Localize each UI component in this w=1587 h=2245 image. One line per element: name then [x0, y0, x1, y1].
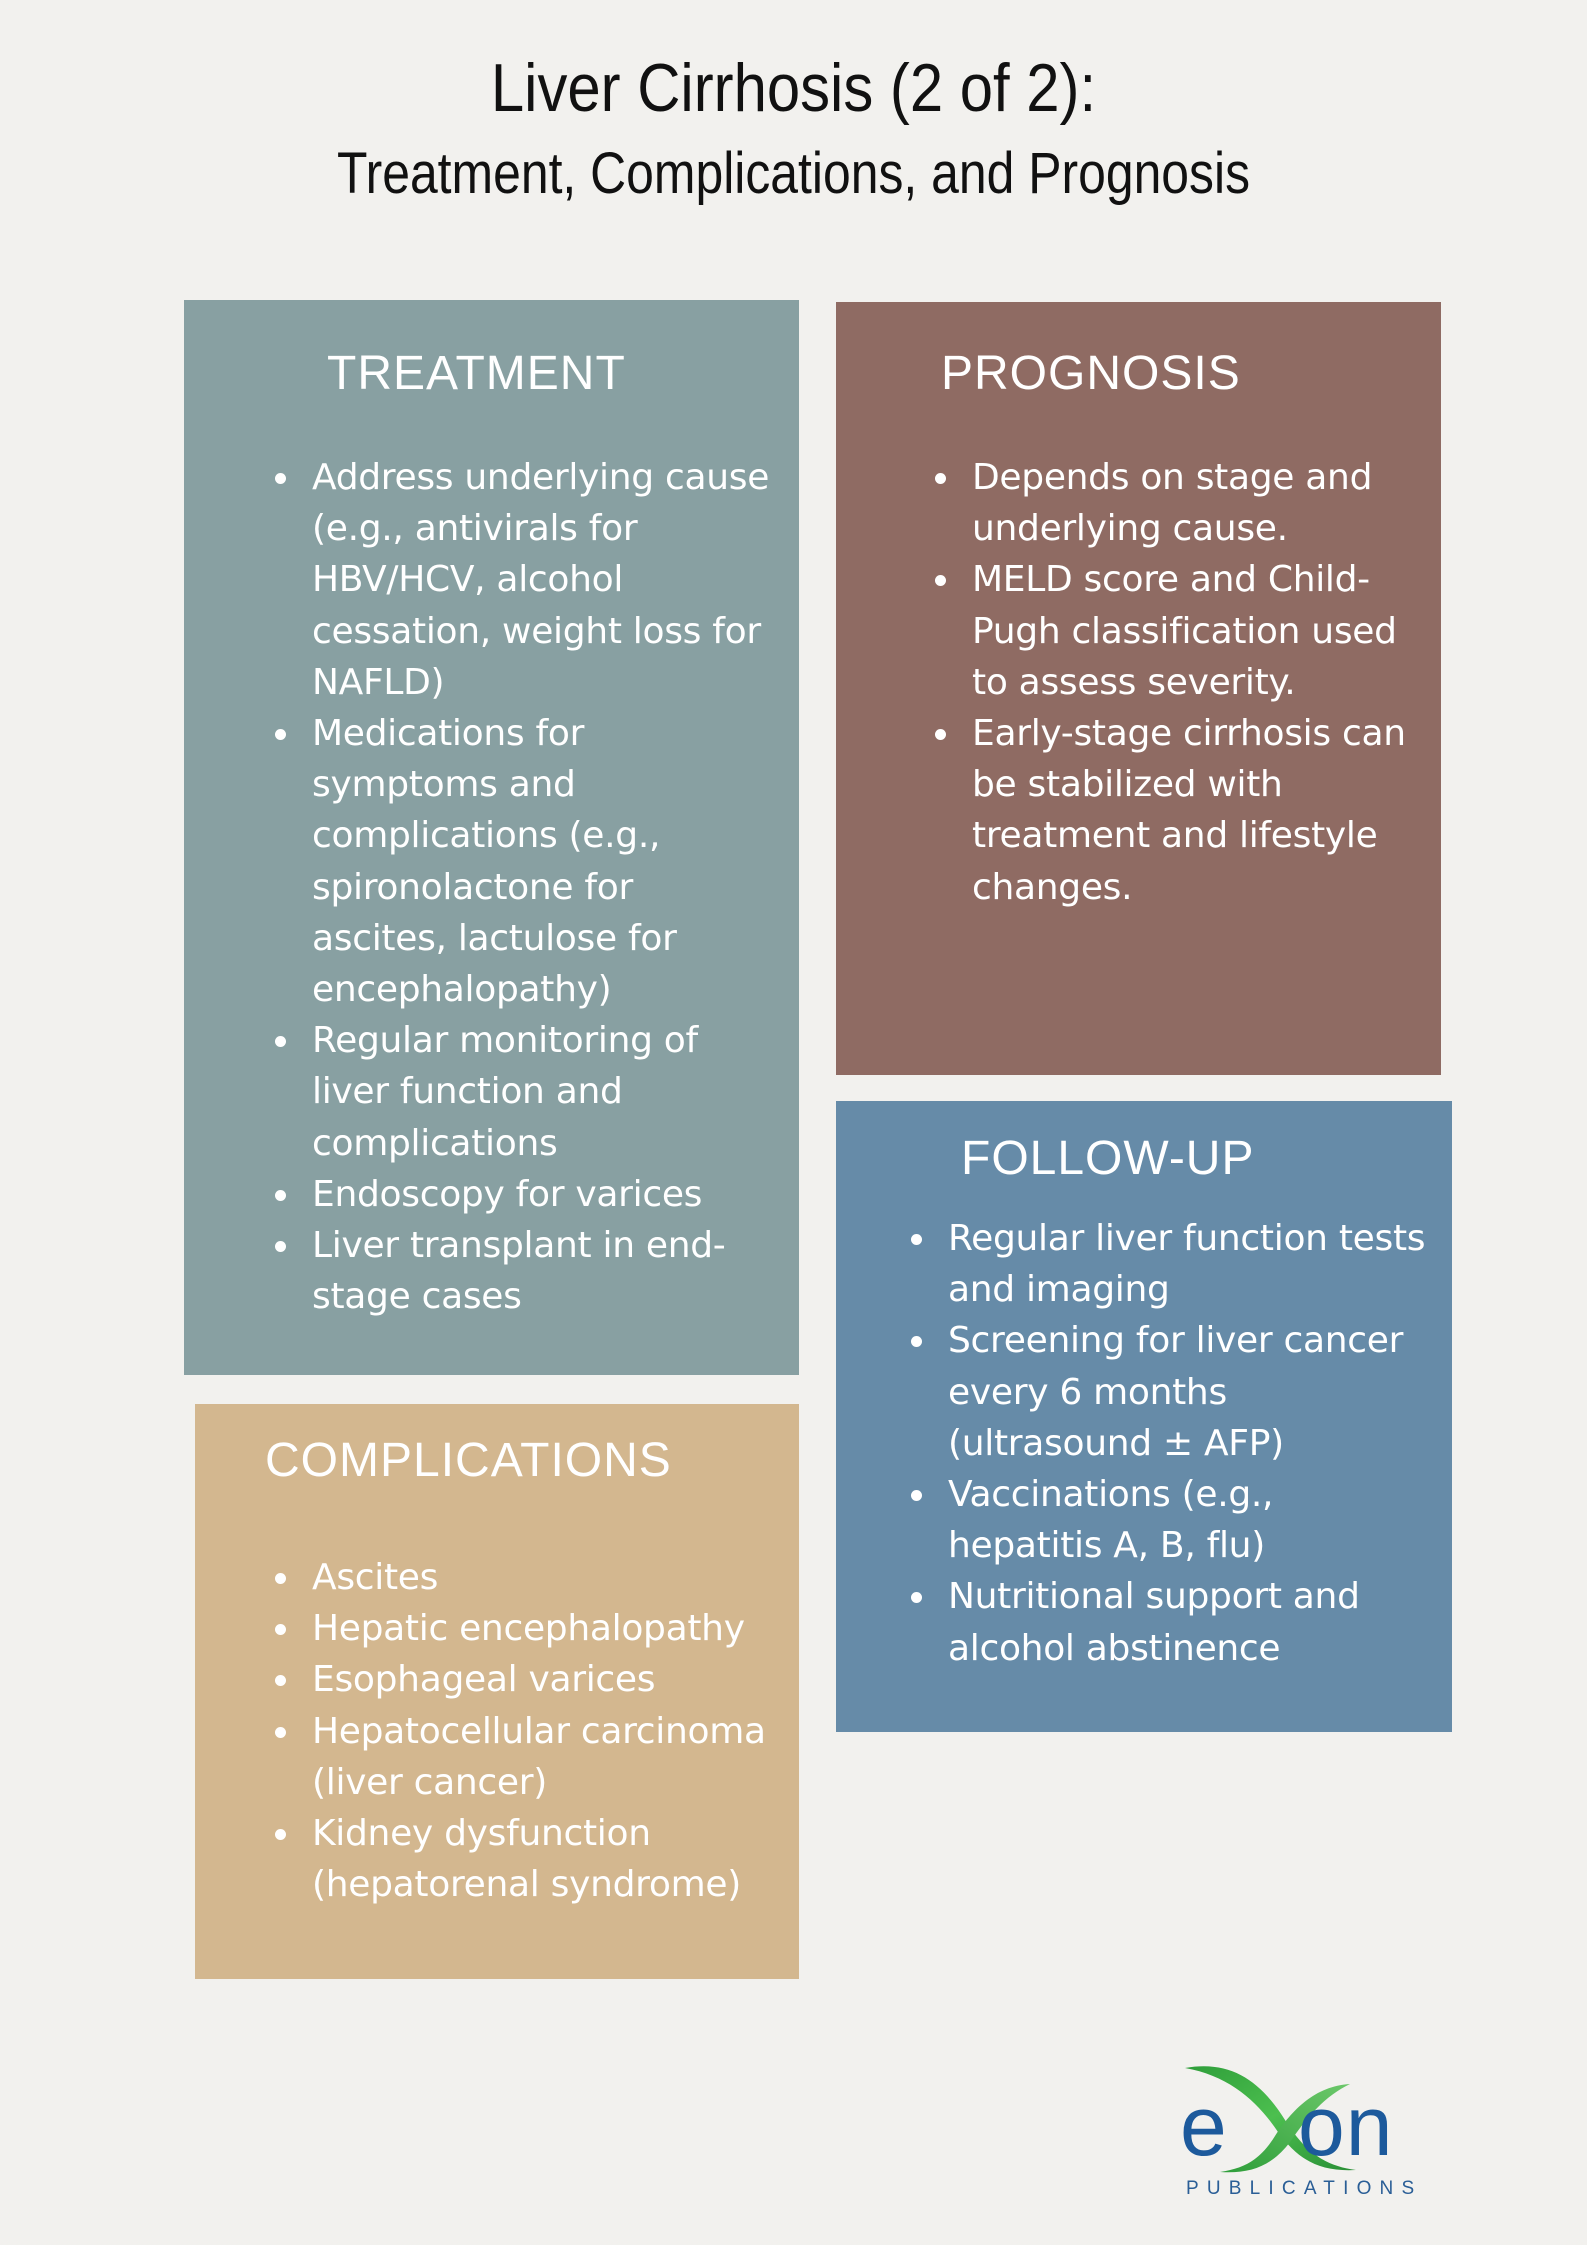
list-item: Medications for symptoms and complicatio… — [275, 708, 775, 1015]
prognosis-heading: PROGNOSIS — [941, 347, 1241, 400]
complications-heading: COMPLICATIONS — [265, 1434, 672, 1487]
exon-publications-logo: eXon e on PUBLICATIONS — [1180, 2060, 1440, 2210]
page-subtitle: Treatment, Complications, and Prognosis — [336, 141, 1251, 206]
page-title: Liver Cirrhosis (2 of 2): — [490, 50, 1097, 126]
logo-tagline: PUBLICATIONS — [1186, 2178, 1423, 2199]
followup-card: FOLLOW-UP Regular liver function tests a… — [836, 1101, 1452, 1732]
treatment-card: TREATMENT Address underlying cause (e.g.… — [184, 300, 799, 1375]
complications-card: COMPLICATIONS Ascites Hepatic encephalop… — [195, 1404, 799, 1979]
list-item: Hepatocellular carcinoma (liver cancer) — [275, 1706, 785, 1808]
list-item: Address underlying cause (e.g., antivira… — [275, 452, 775, 708]
bullet-icon — [275, 729, 286, 741]
bullet-icon — [911, 1234, 922, 1245]
prognosis-list: Depends on stage and underlying cause. M… — [935, 452, 1415, 913]
list-item: Regular liver function tests and imaging — [911, 1213, 1436, 1315]
bullet-icon — [935, 729, 946, 741]
list-item: Depends on stage and underlying cause. — [935, 452, 1415, 554]
logo-letters-on: on — [1298, 2079, 1394, 2173]
list-item: Endoscopy for varices — [275, 1169, 775, 1220]
complications-list: Ascites Hepatic encephalopathy Esophagea… — [275, 1552, 785, 1910]
prognosis-card: PROGNOSIS Depends on stage and underlyin… — [836, 302, 1441, 1075]
followup-heading: FOLLOW-UP — [961, 1132, 1255, 1185]
bullet-icon — [935, 473, 946, 484]
list-item: MELD score and Child-Pugh classification… — [935, 554, 1415, 708]
list-item: Early-stage cirrhosis can be stabilized … — [935, 708, 1415, 913]
bullet-icon — [911, 1336, 922, 1348]
bullet-icon — [275, 1241, 286, 1253]
list-item: Screening for liver cancer every 6 month… — [911, 1315, 1436, 1469]
list-item: Kidney dysfunction (hepatorenal syndrome… — [275, 1808, 785, 1910]
list-item: Regular monitoring of liver function and… — [275, 1015, 775, 1169]
list-item: Nutritional support and alcohol abstinen… — [911, 1571, 1436, 1673]
bullet-icon — [275, 473, 286, 484]
bullet-icon — [275, 1829, 286, 1841]
treatment-list: Address underlying cause (e.g., antivira… — [275, 452, 775, 1322]
bullet-icon — [911, 1490, 922, 1502]
bullet-icon — [911, 1592, 922, 1604]
bullet-icon — [935, 575, 946, 587]
logo-letter-e: e — [1180, 2079, 1227, 2173]
followup-list: Regular liver function tests and imaging… — [911, 1213, 1436, 1674]
list-item: Vaccinations (e.g., hepatitis A, B, flu) — [911, 1469, 1436, 1571]
bullet-icon — [275, 1675, 286, 1687]
bullet-icon — [275, 1624, 286, 1636]
bullet-icon — [275, 1573, 286, 1584]
treatment-heading: TREATMENT — [327, 347, 626, 400]
x-swoosh-icon — [1185, 2066, 1356, 2173]
bullet-icon — [275, 1726, 286, 1738]
list-item: Liver transplant in end-stage cases — [275, 1220, 775, 1322]
bullet-icon — [275, 1036, 286, 1048]
list-item: Esophageal varices — [275, 1654, 785, 1705]
list-item: Ascites — [275, 1552, 785, 1603]
bullet-icon — [275, 1189, 286, 1201]
list-item: Hepatic encephalopathy — [275, 1603, 785, 1654]
